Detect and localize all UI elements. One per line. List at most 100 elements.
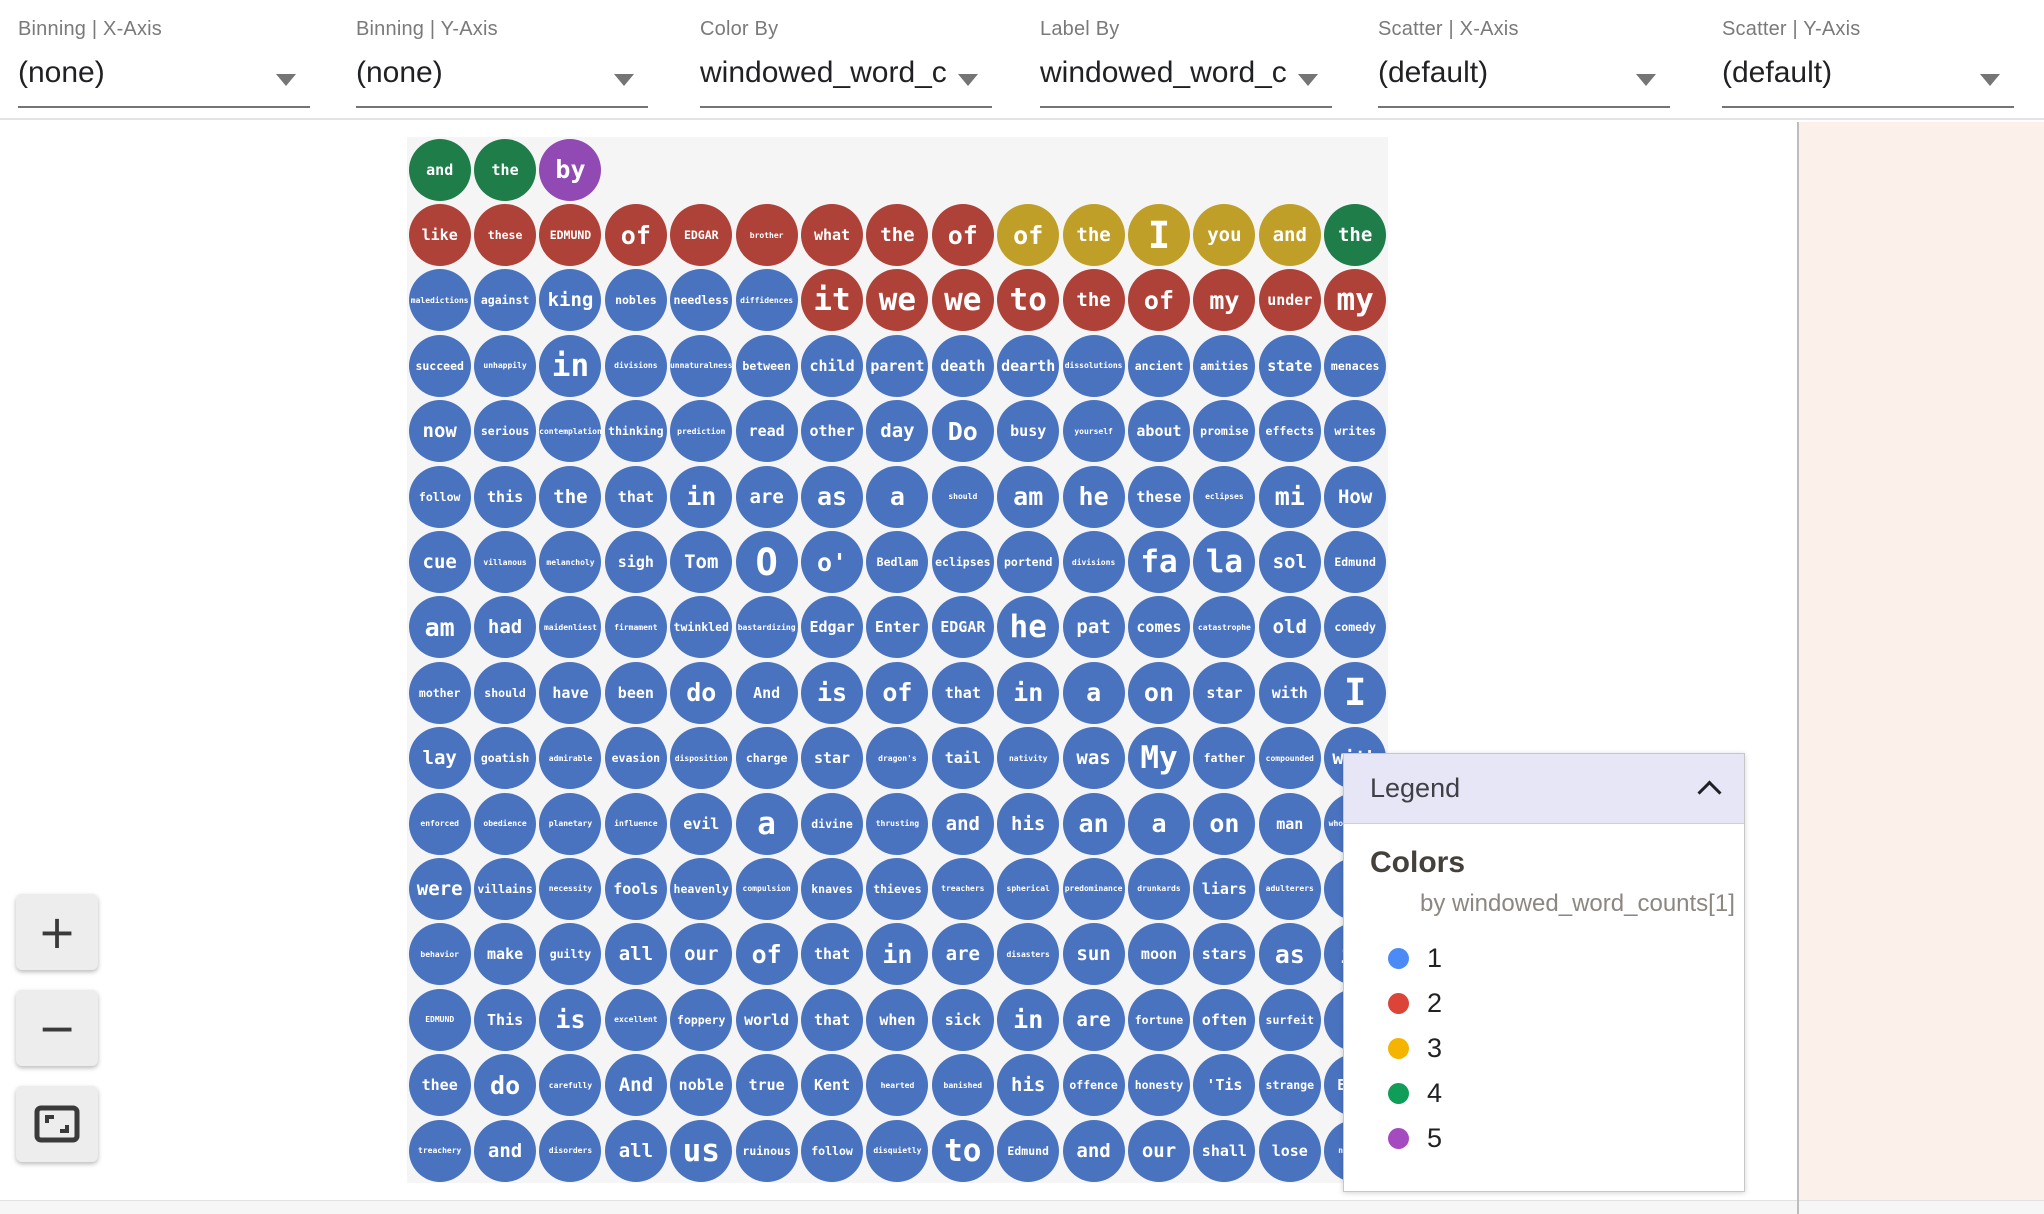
word-circle[interactable]: he (1062, 465, 1125, 528)
word-circle[interactable]: EDGAR (931, 596, 994, 659)
word-circle[interactable]: comes (1127, 596, 1190, 659)
word-circle[interactable]: of (866, 661, 929, 724)
word-circle[interactable]: stars (1193, 923, 1256, 986)
word-circle[interactable]: sun (1062, 923, 1125, 986)
word-circle[interactable]: divisions (1062, 531, 1125, 594)
word-circle[interactable]: Kent (801, 1054, 864, 1117)
word-circle[interactable]: EDGAR (670, 204, 733, 267)
dropdown-label-by[interactable]: Label By windowed_word_c (1040, 18, 1332, 110)
word-circle[interactable]: old (1258, 596, 1321, 659)
word-circle[interactable]: read (735, 400, 798, 463)
word-circle[interactable]: heavenly (670, 857, 733, 920)
word-circle[interactable]: should (474, 661, 537, 724)
word-circle[interactable]: day (866, 400, 929, 463)
dropdown-color-by[interactable]: Color By windowed_word_c (700, 18, 992, 110)
word-circle[interactable]: a (866, 465, 929, 528)
word-circle[interactable]: in (997, 988, 1060, 1051)
word-circle[interactable]: succeed (408, 334, 471, 397)
word-circle[interactable]: fa (1127, 531, 1190, 594)
word-circle[interactable]: prediction (670, 400, 733, 463)
word-circle[interactable]: a (735, 792, 798, 855)
word-circle[interactable]: mother (408, 661, 471, 724)
word-circle[interactable]: sol (1258, 531, 1321, 594)
word-circle[interactable]: compounded (1258, 727, 1321, 790)
word-circle[interactable]: ruinous (735, 1119, 798, 1182)
word-circle[interactable]: our (670, 923, 733, 986)
word-circle[interactable]: all (604, 1119, 667, 1182)
word-circle[interactable]: disorders (539, 1119, 602, 1182)
word-circle[interactable]: diffidences (735, 269, 798, 332)
word-circle[interactable]: charge (735, 727, 798, 790)
word-circle[interactable]: and (408, 138, 471, 201)
word-circle[interactable]: tail (931, 727, 994, 790)
dropdown-scatter-x-axis[interactable]: Scatter | X-Axis (default) (1378, 18, 1670, 110)
word-circle[interactable]: now (408, 400, 471, 463)
word-circle[interactable]: his (997, 1054, 1060, 1117)
word-circle[interactable]: the (1062, 204, 1125, 267)
word-circle[interactable]: a (1062, 661, 1125, 724)
dropdown-binning-x-axis[interactable]: Binning | X-Axis (none) (18, 18, 310, 110)
zoom-in-button[interactable]: + (16, 894, 98, 970)
word-circle[interactable]: of (604, 204, 667, 267)
word-circle[interactable]: surfeit (1258, 988, 1321, 1051)
word-circle[interactable]: honesty (1127, 1054, 1190, 1117)
word-circle[interactable]: am (997, 465, 1060, 528)
word-circle[interactable]: Bedlam (866, 531, 929, 594)
word-circle[interactable]: in (997, 661, 1060, 724)
word-circle[interactable]: an (1062, 792, 1125, 855)
word-circle[interactable]: on (1193, 792, 1256, 855)
word-circle[interactable]: Edgar (801, 596, 864, 659)
word-circle[interactable]: about (1127, 400, 1190, 463)
word-circle[interactable]: lose (1258, 1119, 1321, 1182)
word-circle[interactable]: menaces (1324, 334, 1387, 397)
word-circle[interactable]: are (931, 923, 994, 986)
word-circle[interactable]: moon (1127, 923, 1190, 986)
word-circle[interactable]: is (539, 988, 602, 1051)
word-circle[interactable]: in (539, 334, 602, 397)
word-circle[interactable]: mi (1258, 465, 1321, 528)
word-circle[interactable]: he (997, 596, 1060, 659)
word-circle[interactable]: 'Tis (1193, 1054, 1256, 1117)
word-circle[interactable]: father (1193, 727, 1256, 790)
word-circle[interactable]: This (474, 988, 537, 1051)
word-circle[interactable]: effects (1258, 400, 1321, 463)
word-circle[interactable]: guilty (539, 923, 602, 986)
word-circle[interactable]: of (1127, 269, 1190, 332)
word-circle[interactable]: I (1324, 661, 1387, 724)
word-circle[interactable]: and (474, 1119, 537, 1182)
word-circle[interactable]: disquietly (866, 1119, 929, 1182)
word-circle[interactable]: us (670, 1119, 733, 1182)
word-circle[interactable]: my (1193, 269, 1256, 332)
word-circle[interactable]: treachery (408, 1119, 471, 1182)
word-circle[interactable]: to (931, 1119, 994, 1182)
word-circle[interactable]: state (1258, 334, 1321, 397)
word-circle[interactable]: that (801, 988, 864, 1051)
word-circle[interactable]: my (1324, 269, 1387, 332)
word-circle[interactable]: am (408, 596, 471, 659)
word-circle[interactable]: treachers (931, 857, 994, 920)
word-circle[interactable]: this (474, 465, 537, 528)
word-circle[interactable]: Edmund (1324, 531, 1387, 594)
word-circle[interactable]: follow (801, 1119, 864, 1182)
word-circle[interactable]: the (866, 204, 929, 267)
word-circle[interactable]: thrusting (866, 792, 929, 855)
word-circle[interactable]: man (1258, 792, 1321, 855)
word-circle[interactable]: dragon's (866, 727, 929, 790)
word-circle[interactable]: foppery (670, 988, 733, 1051)
word-circle[interactable]: pat (1062, 596, 1125, 659)
word-circle[interactable]: planetary (539, 792, 602, 855)
word-circle[interactable]: portend (997, 531, 1060, 594)
word-circle[interactable]: villanous (474, 531, 537, 594)
word-circle[interactable]: hearted (866, 1054, 929, 1117)
word-circle[interactable]: have (539, 661, 602, 724)
word-circle[interactable]: EDMUND (539, 204, 602, 267)
word-circle[interactable]: contemplation (539, 400, 602, 463)
word-circle[interactable]: of (997, 204, 1060, 267)
word-circle[interactable]: eclipses (1193, 465, 1256, 528)
word-circle[interactable]: liars (1193, 857, 1256, 920)
word-circle[interactable]: admirable (539, 727, 602, 790)
word-circle[interactable]: against (474, 269, 537, 332)
word-circle[interactable]: under (1258, 269, 1321, 332)
word-circle[interactable]: as (801, 465, 864, 528)
word-circle[interactable]: the (474, 138, 537, 201)
